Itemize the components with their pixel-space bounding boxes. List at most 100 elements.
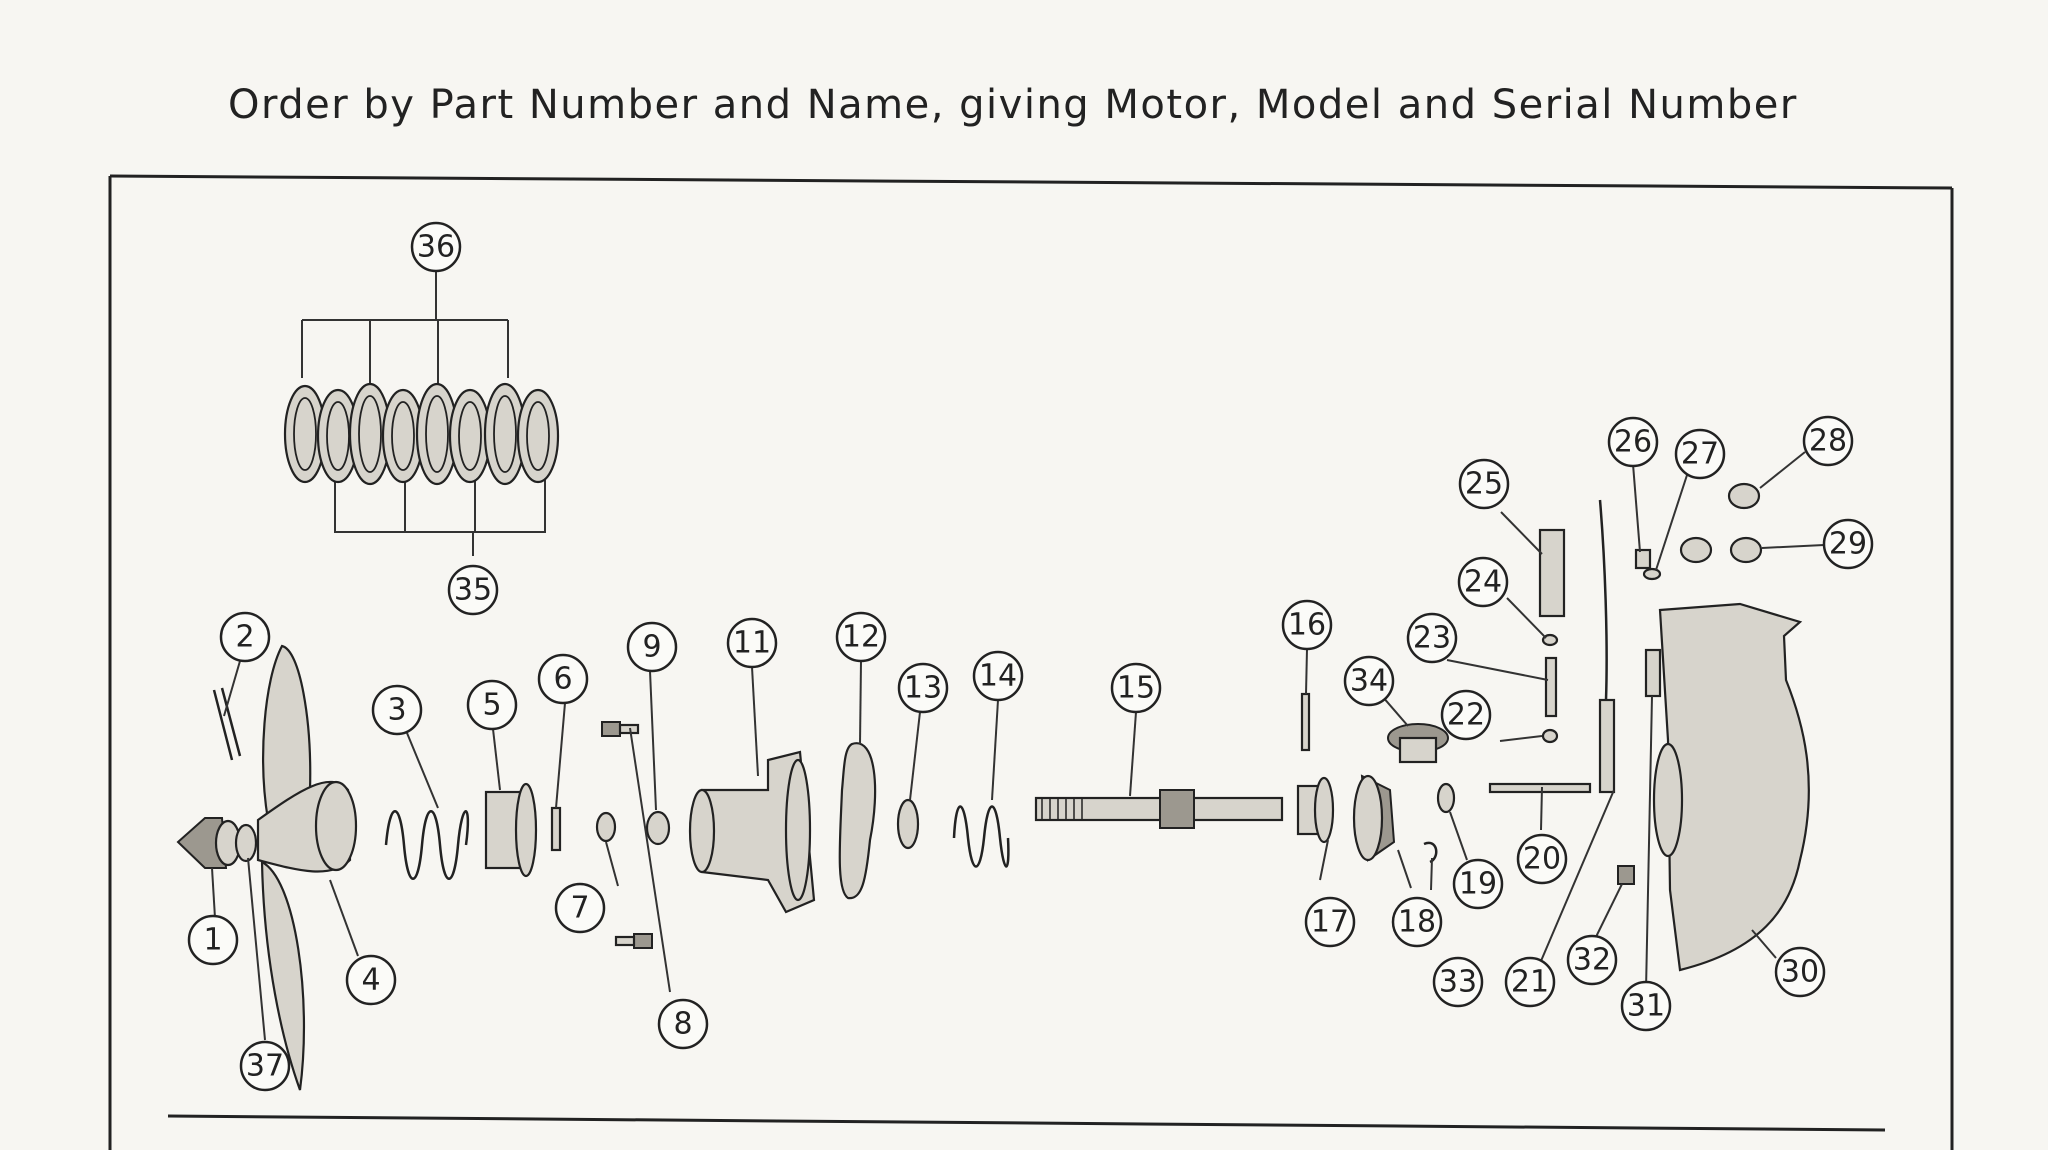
washer-19 <box>1436 782 1456 814</box>
svg-text:14: 14 <box>979 659 1017 694</box>
cotter-pin <box>212 687 242 761</box>
spring-14 <box>952 805 1010 868</box>
callout-23: 23 <box>1406 612 1458 664</box>
callout-4: 4 <box>345 954 397 1006</box>
seal-29b <box>1729 536 1763 564</box>
svg-text:19: 19 <box>1459 867 1497 902</box>
svg-text:11: 11 <box>733 626 771 661</box>
callout-17: 17 <box>1304 896 1356 948</box>
callout-14: 14 <box>972 650 1024 702</box>
svg-text:21: 21 <box>1511 965 1549 1000</box>
callout-7: 7 <box>554 882 606 934</box>
spring-23 <box>1544 656 1558 718</box>
callout-27: 27 <box>1674 428 1726 480</box>
callout-30: 30 <box>1774 946 1826 998</box>
svg-text:1: 1 <box>203 923 222 958</box>
propeller <box>256 644 358 1091</box>
svg-text:31: 31 <box>1627 989 1665 1024</box>
callout-35: 35 <box>447 564 499 616</box>
propeller-shaft <box>1034 789 1284 829</box>
svg-text:12: 12 <box>842 620 880 655</box>
callout-6: 6 <box>537 653 589 705</box>
svg-text:30: 30 <box>1781 955 1819 990</box>
svg-text:32: 32 <box>1573 943 1611 978</box>
svg-text:35: 35 <box>454 573 492 608</box>
callout-26: 26 <box>1607 416 1659 468</box>
order-instruction-heading: Order by Part Number and Name, giving Mo… <box>228 82 1798 128</box>
svg-text:5: 5 <box>482 688 501 723</box>
svg-text:37: 37 <box>246 1049 284 1084</box>
callout-12: 12 <box>835 611 887 663</box>
pinion-gear <box>1387 723 1449 764</box>
callout-34: 34 <box>1343 655 1395 707</box>
callout-2: 2 <box>219 611 271 663</box>
callout-11: 11 <box>726 617 778 669</box>
svg-text:7: 7 <box>570 891 589 926</box>
callout-37: 37 <box>239 1040 291 1092</box>
clutch-plate-stack <box>283 319 560 533</box>
callout-8: 8 <box>657 998 709 1050</box>
callout-16: 16 <box>1281 599 1333 651</box>
callout-13: 13 <box>897 662 949 714</box>
svg-text:16: 16 <box>1288 608 1326 643</box>
screws-8 <box>601 721 653 949</box>
washer-13 <box>896 798 920 850</box>
callout-9: 9 <box>626 621 678 673</box>
svg-text:3: 3 <box>387 693 406 728</box>
spring-3 <box>384 810 470 880</box>
leader-lines <box>211 271 1825 1041</box>
screw-31 <box>1644 648 1662 698</box>
diagram-frame <box>108 174 1954 1150</box>
seal-29a <box>1679 536 1713 564</box>
gasket <box>838 742 877 900</box>
callout-5: 5 <box>466 679 518 731</box>
callout-18: 18 <box>1391 896 1443 948</box>
svg-text:27: 27 <box>1681 437 1719 472</box>
callout-31: 31 <box>1620 980 1672 1032</box>
pin-25 <box>1538 528 1566 618</box>
callout-29: 29 <box>1822 518 1874 570</box>
bevel-gear <box>1352 774 1396 862</box>
svg-text:36: 36 <box>417 230 455 265</box>
svg-text:6: 6 <box>553 662 572 697</box>
washer-27 <box>1642 567 1662 581</box>
bearing-housing <box>688 750 816 914</box>
drive-sleeve <box>484 782 538 878</box>
callout-19: 19 <box>1452 858 1504 910</box>
bearing-17 <box>1296 776 1335 844</box>
washer-9 <box>645 810 671 846</box>
callout-1: 1 <box>187 914 239 966</box>
propeller-nut <box>176 817 258 869</box>
svg-text:34: 34 <box>1350 664 1388 699</box>
shift-rod <box>1598 499 1616 794</box>
callout-25: 25 <box>1458 458 1510 510</box>
callout-21: 21 <box>1504 956 1556 1008</box>
svg-text:2: 2 <box>235 620 254 655</box>
callout-24: 24 <box>1457 556 1509 608</box>
callout-20: 20 <box>1516 833 1568 885</box>
callout-15: 15 <box>1110 662 1162 714</box>
svg-text:4: 4 <box>361 963 380 998</box>
callout-22: 22 <box>1440 689 1492 741</box>
callout-32: 32 <box>1566 934 1618 986</box>
gear-housing <box>1652 602 1810 972</box>
washer-7 <box>595 811 617 843</box>
svg-text:15: 15 <box>1117 671 1155 706</box>
svg-text:23: 23 <box>1413 621 1451 656</box>
svg-text:18: 18 <box>1398 905 1436 940</box>
callout-3: 3 <box>371 684 423 736</box>
svg-text:33: 33 <box>1439 965 1477 1000</box>
seal-28 <box>1727 482 1761 510</box>
pin-16 <box>1300 692 1311 752</box>
svg-text:26: 26 <box>1614 425 1652 460</box>
callout-28: 28 <box>1802 415 1854 467</box>
svg-text:9: 9 <box>642 630 661 665</box>
screw-26 <box>1634 548 1652 570</box>
clip-33 <box>1423 841 1438 864</box>
callout-36: 36 <box>410 221 462 273</box>
svg-text:24: 24 <box>1464 565 1502 600</box>
svg-text:22: 22 <box>1447 698 1485 733</box>
rod-20 <box>1488 782 1592 794</box>
nut-32 <box>1617 865 1635 885</box>
